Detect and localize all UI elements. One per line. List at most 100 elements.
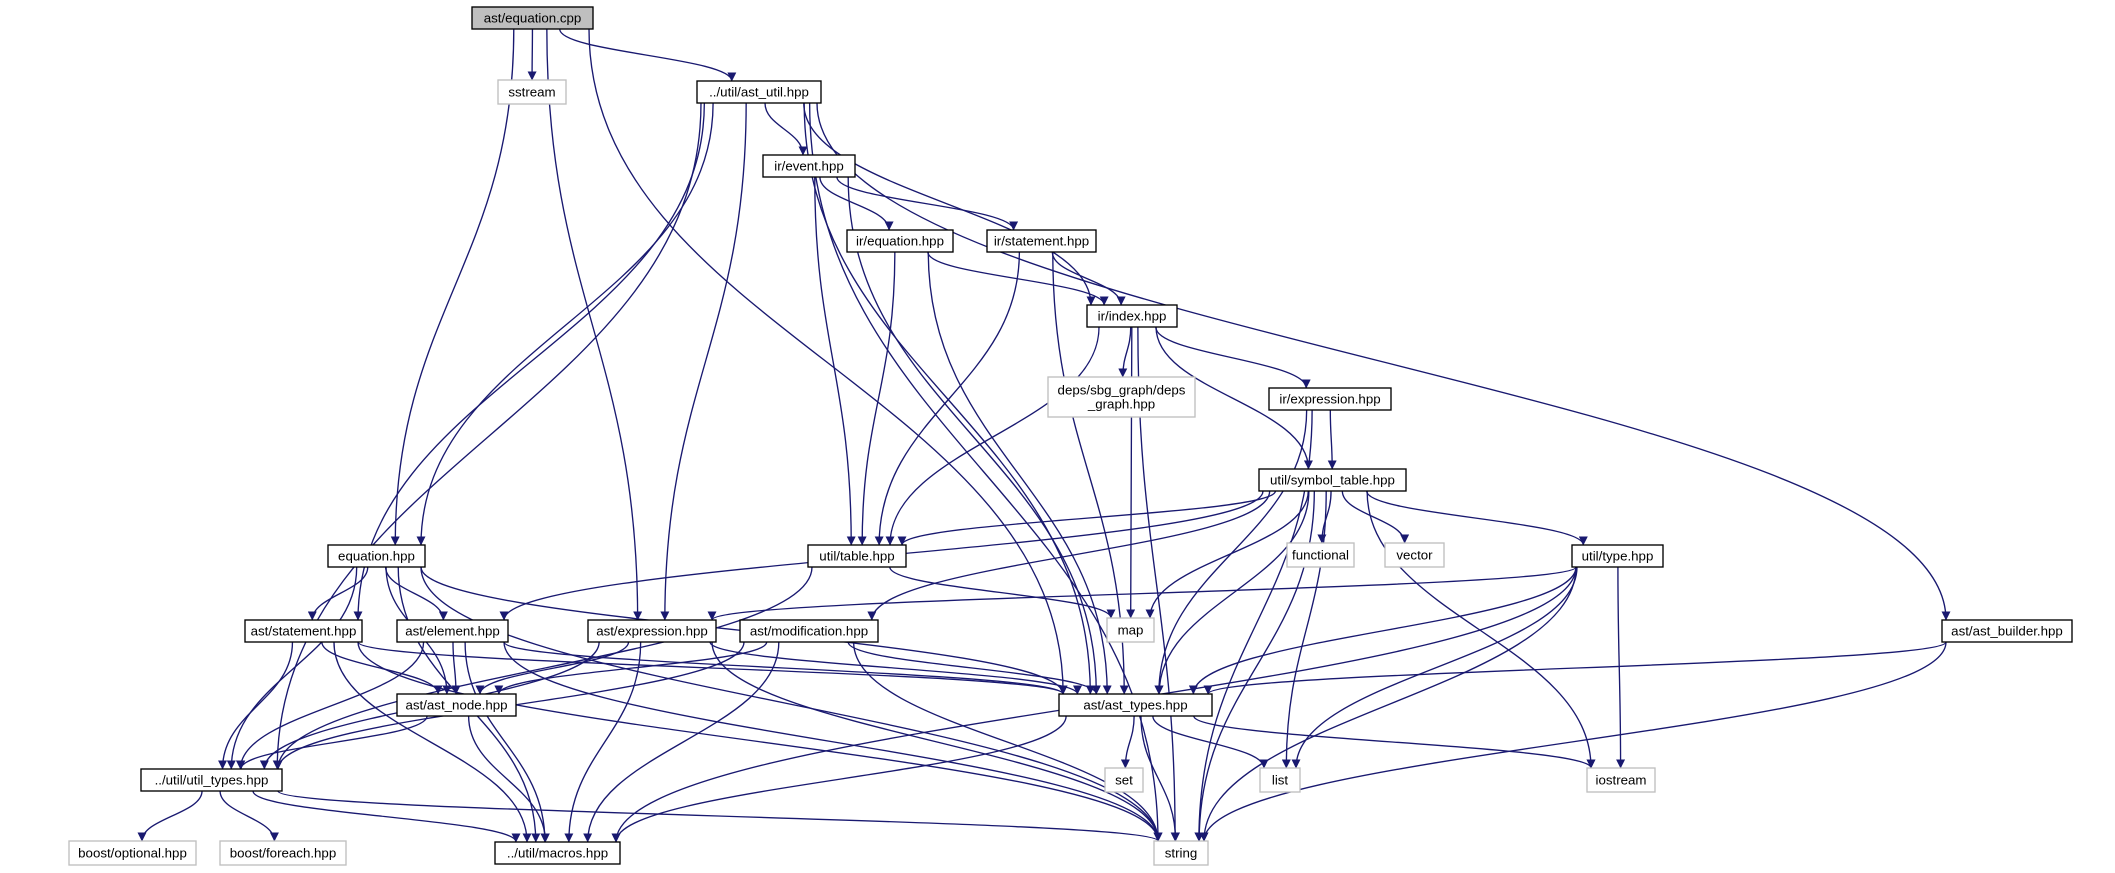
node-box xyxy=(1047,376,1196,418)
node-box xyxy=(471,6,594,30)
node-box xyxy=(1286,542,1355,568)
node-ast-statement[interactable]: ast/statement.hpp xyxy=(244,619,363,643)
node-box xyxy=(1104,767,1144,793)
node-macros[interactable]: ../util/macros.hpp xyxy=(494,841,621,865)
node-box xyxy=(587,619,717,643)
node-label: util/table.hpp xyxy=(819,549,894,564)
node-map: map xyxy=(1106,617,1155,643)
edge-util_table-to-util_types xyxy=(273,566,813,770)
edge-ir_expression-to-symbol_table xyxy=(1327,409,1337,470)
edge-ast_types-to-list xyxy=(1152,715,1269,769)
edge-symbol_table-to-util_type xyxy=(1366,490,1588,546)
node-ast-element[interactable]: ast/element.hpp xyxy=(396,619,509,643)
edge-util_type-to-list xyxy=(1291,566,1578,769)
node-symbol-table[interactable]: util/symbol_table.hpp xyxy=(1258,468,1407,492)
edge-ast_util-to-string xyxy=(808,102,1163,842)
edge-ast_types-to-string xyxy=(1140,715,1181,842)
node-box xyxy=(762,154,856,178)
edge-ir_equation-to-ir_index xyxy=(927,251,1109,306)
edge-util_type-to-iostream xyxy=(1616,566,1626,769)
node-box xyxy=(739,619,879,643)
edge-ir_statement-to-util_table xyxy=(874,251,1021,546)
node-ast-builder[interactable]: ast/ast_builder.hpp xyxy=(1941,619,2073,643)
node-ast-util[interactable]: ../util/ast_util.hpp xyxy=(696,80,822,104)
edge-ast_element-to-util_types xyxy=(235,641,425,770)
node-ast-modification[interactable]: ast/modification.hpp xyxy=(739,619,879,643)
node-equation-hpp[interactable]: equation.hpp xyxy=(327,544,426,568)
node-box xyxy=(396,619,509,643)
edge-ir_equation-to-ast_types xyxy=(927,251,1112,695)
edge-ast_util-to-ast_types xyxy=(803,102,1095,695)
edge-root-to-ast_types xyxy=(588,28,1068,695)
node-ir-statement[interactable]: ir/statement.hpp xyxy=(986,229,1097,253)
edge-util_table-to-map xyxy=(889,566,1116,619)
node-label: ../util/ast_util.hpp xyxy=(709,85,809,100)
node-box xyxy=(1058,693,1213,717)
node-box xyxy=(327,544,426,568)
node-boost-foreach: boost/foreach.hpp xyxy=(219,840,347,866)
node-label: iostream xyxy=(1596,773,1647,788)
node-box xyxy=(1384,542,1445,568)
edge-symbol_table-to-iostream xyxy=(1366,490,1596,769)
node-box xyxy=(807,544,907,568)
node-ir-expression[interactable]: ir/expression.hpp xyxy=(1268,387,1392,411)
edge-root-to-ast_expression xyxy=(546,28,643,621)
node-label: util/type.hpp xyxy=(1582,549,1654,564)
edge-symbol_table-to-ast_modification xyxy=(867,490,1271,621)
node-root: ast/equation.cpp xyxy=(471,6,594,30)
node-box xyxy=(986,229,1097,253)
node-label: ast/ast_types.hpp xyxy=(1083,698,1187,713)
edge-ir_event-to-ir_statement xyxy=(836,176,1019,231)
edge-symbol_table-to-util_table xyxy=(897,490,1277,546)
edge-ast_modification-to-ast_node xyxy=(494,641,768,695)
edge-root-to-ast_util xyxy=(559,28,737,82)
edge-util_types-to-string xyxy=(277,790,1163,842)
node-label: ast/modification.hpp xyxy=(750,624,868,639)
edge-ir_event-to-ir_equation xyxy=(819,176,894,231)
edge-ast_builder-to-string xyxy=(1199,641,1947,842)
edge-ast_node-to-util_types xyxy=(236,715,428,770)
node-box xyxy=(1258,468,1407,492)
node-label: ir/event.hpp xyxy=(774,159,843,174)
edge-ast_element-to-string xyxy=(503,641,1163,842)
node-box xyxy=(1571,544,1664,568)
edge-ir_event-to-util_table xyxy=(814,176,856,546)
node-label: ast/element.hpp xyxy=(405,624,500,639)
edge-ast_statement-to-util_types xyxy=(218,641,294,770)
node-box xyxy=(1086,304,1178,328)
node-ast-types[interactable]: ast/ast_types.hpp xyxy=(1058,693,1213,717)
node-box xyxy=(396,693,517,717)
node-label: set xyxy=(1115,773,1133,788)
edge-ir_index-to-ir_expression xyxy=(1155,326,1311,389)
node-ir-equation[interactable]: ir/equation.hpp xyxy=(846,229,954,253)
node-box xyxy=(1259,767,1301,793)
node-ir-index[interactable]: ir/index.hpp xyxy=(1086,304,1178,328)
edge-ast_expression-to-ast_types xyxy=(709,641,1082,695)
node-label: sstream xyxy=(508,85,555,100)
node-ir-event[interactable]: ir/event.hpp xyxy=(762,154,856,178)
edge-root-to-equation_hpp xyxy=(390,28,515,546)
edge-ast_statement-to-ast_types xyxy=(357,641,1068,695)
edge-ast_modification-to-string xyxy=(852,641,1163,842)
node-util-table[interactable]: util/table.hpp xyxy=(807,544,907,568)
node-box xyxy=(1941,619,2073,643)
node-util-type[interactable]: util/type.hpp xyxy=(1571,544,1664,568)
node-label: ir/equation.hpp xyxy=(856,234,944,249)
edge-ir_index-to-deps_graph xyxy=(1118,326,1132,378)
node-ast-expression[interactable]: ast/expression.hpp xyxy=(587,619,717,643)
edge-symbol_table-to-vector xyxy=(1341,490,1410,544)
edge-ast_element-to-ast_types xyxy=(503,641,1068,695)
node-label: ast/statement.hpp xyxy=(251,624,357,639)
edge-ast_statement-to-string xyxy=(357,641,1163,842)
edge-ast_util-to-ir_event xyxy=(764,102,808,156)
node-box xyxy=(494,841,621,865)
edge-ast_expression-to-ast_node xyxy=(475,641,630,695)
node-box xyxy=(497,79,567,105)
node-util-types[interactable]: ../util/util_types.hpp xyxy=(140,768,283,792)
node-iostream: iostream xyxy=(1586,767,1656,793)
edge-util_type-to-ast_expression xyxy=(707,566,1577,621)
node-ast-node[interactable]: ast/ast_node.hpp xyxy=(396,693,517,717)
edge-util_types-to-boost_foreach xyxy=(219,790,279,842)
node-label: ast/equation.cpp xyxy=(484,11,582,26)
node-label: ast/expression.hpp xyxy=(596,624,708,639)
